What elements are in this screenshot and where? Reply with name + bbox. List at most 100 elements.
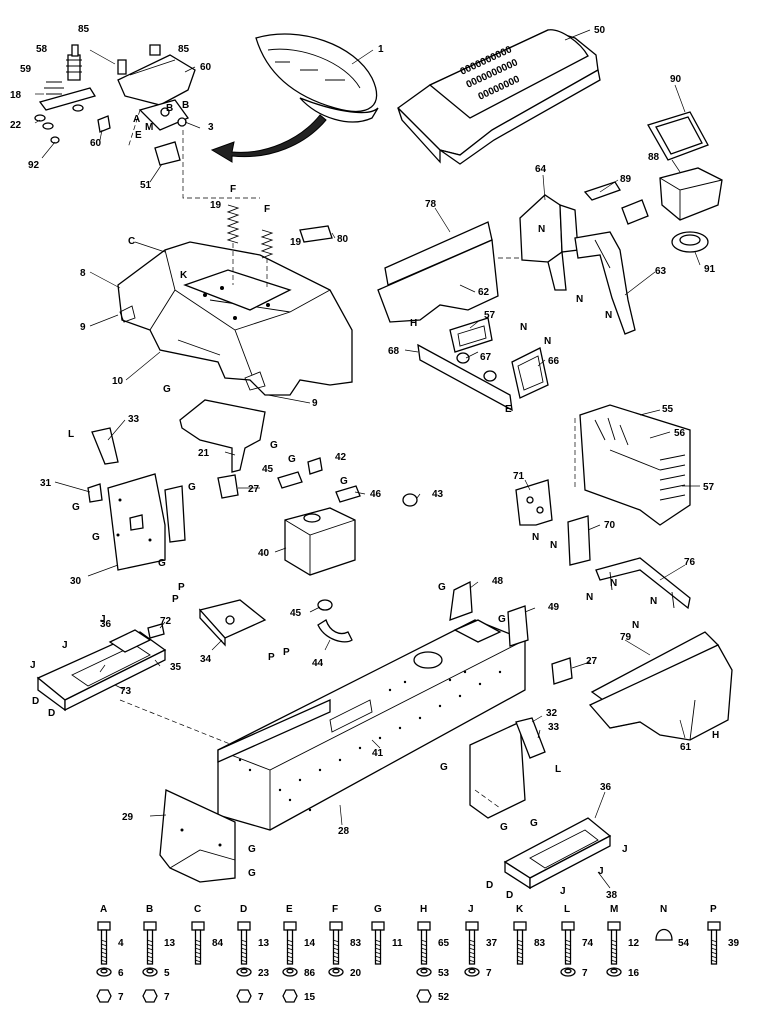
legend-bolt-head-l — [561, 921, 575, 931]
label-9-left: 9 — [80, 322, 86, 333]
hose-44 — [317, 619, 353, 643]
side-panel-78 — [377, 221, 520, 323]
label-50: 50 — [594, 25, 606, 36]
ref-n-11: N — [632, 620, 639, 631]
legend-thread-h — [420, 959, 428, 963]
legend-thread-j — [468, 947, 476, 951]
ref-p-4: P — [283, 647, 290, 658]
label-71: 71 — [513, 471, 525, 482]
battery-bracket-21 — [179, 399, 266, 473]
bracket-27-upper — [217, 474, 239, 499]
gasket-part — [647, 111, 709, 161]
ref-d-3: D — [486, 880, 493, 891]
ref-b-2: B — [182, 100, 189, 111]
ref-n-6: N — [532, 532, 539, 543]
legend-thread-l — [564, 947, 572, 951]
legend-nut-hole-j — [468, 968, 476, 974]
rear-panel — [574, 404, 691, 526]
legend-thread-c — [194, 939, 202, 943]
legend-bolt-shank-m — [610, 929, 618, 965]
ref-n-8: N — [610, 578, 617, 589]
legend-thread-e — [286, 955, 294, 959]
legend-nut-number-f: 20 — [350, 968, 362, 979]
legend-bolt-shank-h — [420, 929, 428, 965]
legend-bolt-shank-f — [332, 929, 340, 965]
label-33-left: 33 — [128, 414, 140, 425]
ref-n-5: N — [544, 336, 551, 347]
legend-thread-h — [420, 939, 428, 943]
ref-n-9: N — [586, 592, 593, 603]
legend-nut-number-l: 7 — [582, 968, 588, 979]
label-35: 35 — [170, 662, 182, 673]
ref-b-1: B — [166, 103, 173, 114]
legend-bolt-head-g — [371, 921, 385, 931]
bolt-85 — [117, 44, 161, 75]
legend-bolt-head-c — [191, 921, 205, 931]
label-34: 34 — [200, 654, 212, 665]
ref-g-14: G — [248, 844, 256, 855]
legend-thread-a — [100, 959, 108, 963]
legend-bolt-number-e: 14 — [304, 938, 316, 949]
hardware-legend: A467B1357C84D13237E148615F8320G11H655352… — [96, 904, 740, 1003]
label-36-left: 36 — [100, 619, 112, 630]
label-48: 48 — [492, 576, 504, 587]
legend-letter-b: B — [146, 904, 153, 915]
legend-thread-p — [710, 939, 718, 943]
label-3: 3 — [208, 122, 214, 133]
label-60-a: 60 — [90, 138, 102, 149]
label-28: 28 — [338, 826, 350, 837]
spring-19-left — [226, 204, 240, 285]
legend-extra-h — [416, 989, 432, 1003]
ref-l-left: L — [68, 429, 74, 440]
legend-nut-hole-m — [610, 968, 618, 974]
legend-letter-a: A — [100, 904, 107, 915]
ref-d-1: D — [32, 696, 39, 707]
legend-thread-c — [194, 955, 202, 959]
legend-thread-a — [100, 955, 108, 959]
legend-thread-b — [146, 947, 154, 951]
label-31: 31 — [40, 478, 52, 489]
label-27-right: 27 — [586, 656, 598, 667]
legend-bolt-number-p: 39 — [728, 938, 740, 949]
legend-extra-number-a: 7 — [118, 992, 124, 1003]
ref-n-2: N — [576, 294, 583, 305]
label-18: 18 — [10, 90, 22, 101]
legend-nut-hole-d — [240, 968, 248, 974]
label-92: 92 — [28, 160, 40, 171]
label-62: 62 — [478, 287, 490, 298]
legend-nut-number-m: 16 — [628, 968, 640, 979]
bracket-70 — [567, 515, 591, 566]
spring-19-right — [260, 229, 274, 290]
ref-p-2: P — [172, 594, 179, 605]
ref-m: M — [145, 122, 153, 133]
legend-thread-e — [286, 959, 294, 963]
legend-thread-g — [374, 951, 382, 955]
ref-h-1: H — [410, 318, 417, 329]
legend-thread-l — [564, 951, 572, 955]
label-30: 30 — [70, 576, 82, 587]
legend-thread-f — [332, 955, 340, 959]
label-45-a: 45 — [262, 464, 274, 475]
label-63: 63 — [655, 266, 667, 277]
label-68: 68 — [388, 346, 400, 357]
legend-thread-g — [374, 943, 382, 947]
legend-extra-e — [282, 989, 298, 1003]
legend-letter-d: D — [240, 904, 247, 915]
legend-bolt-head-b — [143, 921, 157, 931]
legend-bolt-head-e — [283, 921, 297, 931]
legend-thread-a — [100, 951, 108, 955]
legend-thread-c — [194, 947, 202, 951]
legend-thread-k — [516, 947, 524, 951]
legend-extra-a — [96, 989, 112, 1003]
label-55: 55 — [662, 404, 674, 415]
ref-f-right: F — [264, 204, 270, 215]
legend-thread-h — [420, 955, 428, 959]
legend-bolt-head-m — [607, 921, 621, 931]
legend-thread-g — [374, 947, 382, 951]
label-72: 72 — [160, 616, 172, 627]
legend-thread-j — [468, 939, 476, 943]
knob-67 — [456, 352, 497, 382]
label-79: 79 — [620, 632, 632, 643]
label-49: 49 — [548, 602, 560, 613]
